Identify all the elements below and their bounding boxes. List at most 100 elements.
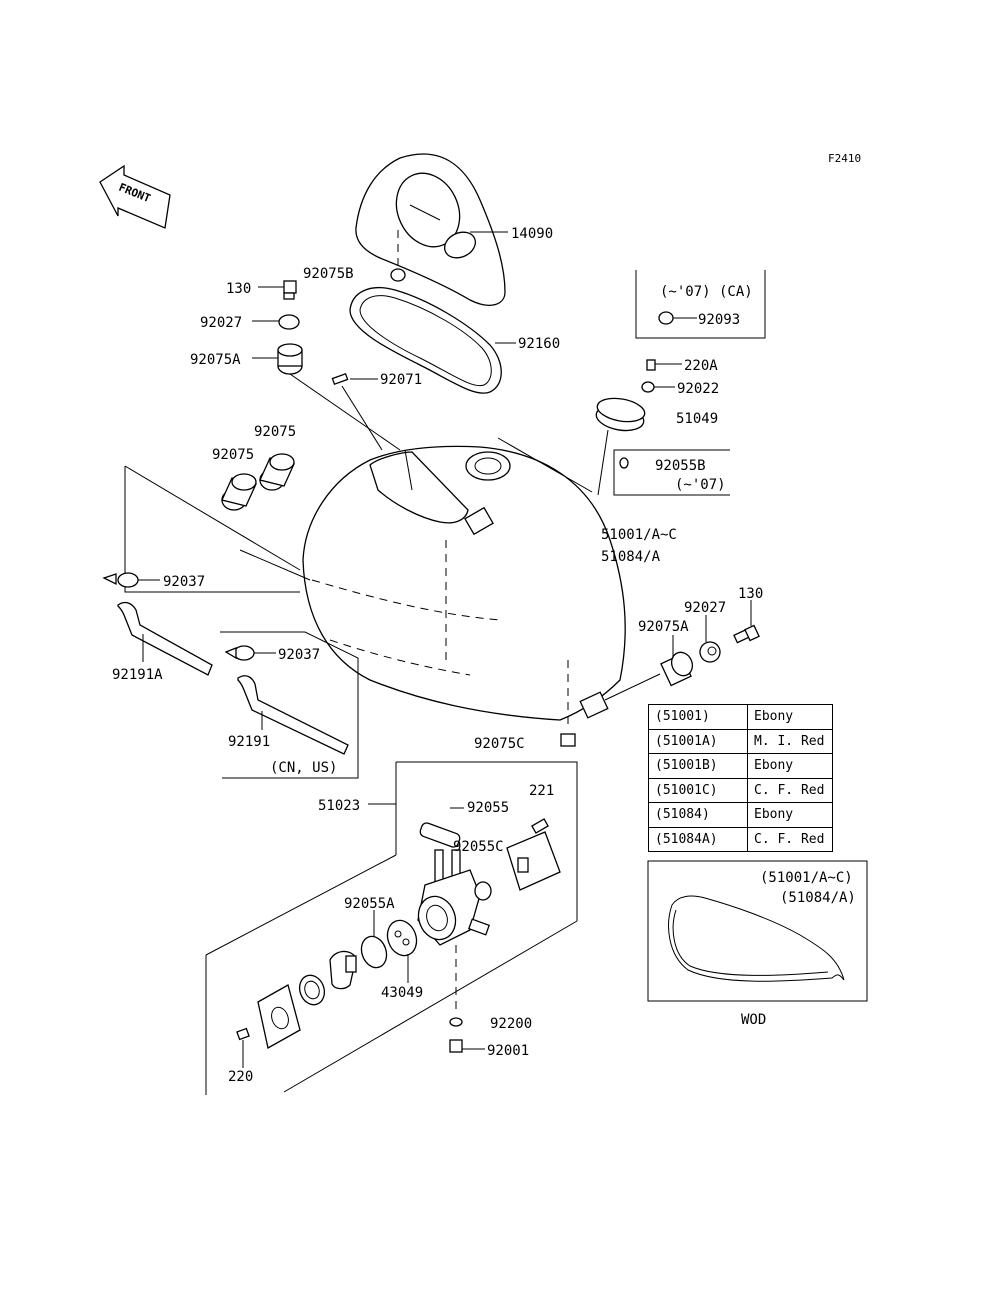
damper-92075-a <box>221 473 257 511</box>
damper-92075-b <box>259 453 295 491</box>
part-code-cell: (51084A) <box>648 826 748 852</box>
color-cell: C. F. Red <box>747 777 833 803</box>
collar-92027-top <box>278 314 300 330</box>
label-51049: 51049 <box>676 411 718 427</box>
damper-92075C <box>560 733 576 747</box>
label-92027-top: 92027 <box>200 315 242 331</box>
wod-tank-outline <box>668 895 845 982</box>
table-row: (51084) Ebony <box>648 802 833 828</box>
fuel-tank-51001 <box>302 445 626 730</box>
collar-92027-right <box>699 641 721 663</box>
wod-label: WOD <box>741 1012 766 1028</box>
screw-221 <box>531 818 549 834</box>
diagram-code: F2410 <box>828 152 861 165</box>
color-variant-table: (51001) Ebony (51001A) M. I. Red (51001B… <box>648 704 833 852</box>
damper-92075A-right <box>660 651 694 687</box>
oring-92055C <box>474 881 492 901</box>
seal-92160-inner <box>359 295 492 387</box>
wod-tank-inner <box>672 909 829 976</box>
note-92055B-box <box>613 449 730 496</box>
grommet-92075B <box>390 268 406 282</box>
label-92200: 92200 <box>490 1016 532 1032</box>
label-92001: 92001 <box>487 1043 529 1059</box>
label-92037-b: 92037 <box>278 647 320 663</box>
front-direction-arrow: FRONT <box>99 164 171 229</box>
screw-220A <box>646 359 656 371</box>
color-cell: M. I. Red <box>747 728 833 754</box>
hose-group-diagonal <box>124 465 301 571</box>
color-cell: C. F. Red <box>747 826 833 852</box>
part-code-cell: (51001B) <box>648 753 748 779</box>
label-92027-right: 92027 <box>684 600 726 616</box>
oring-92055A <box>360 935 388 969</box>
hose-92191A <box>117 601 213 676</box>
note-07-label: (~'07) <box>675 477 726 493</box>
damper-92075A-top <box>277 343 303 375</box>
cn-us-label: (CN, US) <box>270 760 337 776</box>
label-92071: 92071 <box>380 372 422 388</box>
hose-92191 <box>237 675 349 755</box>
part-code-cell: (51001) <box>648 704 748 730</box>
label-92075-a: 92075 <box>212 447 254 463</box>
cover-plate-221 <box>506 831 561 891</box>
color-cell: Ebony <box>747 802 833 828</box>
label-92055C: 92055C <box>453 839 504 855</box>
cap-92093 <box>658 311 674 325</box>
bolt-130-right <box>733 624 760 644</box>
table-row: (51001A) M. I. Red <box>648 728 833 754</box>
wod-models-1: (51001/A~C) <box>760 870 853 886</box>
label-92191A: 92191A <box>112 667 163 683</box>
axis-92075A-top <box>289 373 401 451</box>
label-14090: 14090 <box>511 226 553 242</box>
table-row: (51084A) C. F. Red <box>648 826 833 852</box>
fuel-cock-box-diag-top <box>205 854 397 956</box>
hose-group-outline <box>124 466 300 593</box>
part-code-cell: (51084) <box>648 802 748 828</box>
axis-51049 <box>597 429 609 496</box>
label-221: 221 <box>529 783 554 799</box>
label-43049: 43049 <box>381 985 423 1001</box>
label-92075-b: 92075 <box>254 424 296 440</box>
spring-washer <box>298 974 326 1006</box>
label-51023: 51023 <box>318 798 360 814</box>
diaphragm-43049 <box>386 919 418 957</box>
washer-92022 <box>641 381 655 393</box>
meter-cover-14090 <box>355 153 506 306</box>
label-92191: 92191 <box>228 734 270 750</box>
label-92055B: 92055B <box>655 458 706 474</box>
clamp-92037-a <box>102 572 139 588</box>
ca-note-label: (~'07) (CA) <box>660 284 753 300</box>
table-row: (51001) Ebony <box>648 704 833 730</box>
part-code-cell: (51001A) <box>648 728 748 754</box>
washer-92200 <box>449 1017 463 1027</box>
guide-line <box>239 549 311 581</box>
label-92075A-top: 92075A <box>190 352 241 368</box>
clamp-92037-b <box>224 645 255 661</box>
label-130-right: 130 <box>738 586 763 602</box>
label-92093: 92093 <box>698 312 740 328</box>
oring-92055B <box>619 457 629 469</box>
table-row: (51001B) Ebony <box>648 753 833 779</box>
part-code-cell: (51001C) <box>648 777 748 803</box>
label-92055: 92055 <box>467 800 509 816</box>
color-cell: Ebony <box>747 704 833 730</box>
label-130-top: 130 <box>226 281 251 297</box>
fuel-cock-box <box>396 761 578 921</box>
label-92037-a: 92037 <box>163 574 205 590</box>
fuel-cock-box-diag-bottom <box>283 920 578 1093</box>
lever-part <box>329 950 357 990</box>
clip-92071 <box>331 372 349 386</box>
gasket-92055 <box>419 822 461 848</box>
label-92075B: 92075B <box>303 266 354 282</box>
filler-cap-51049 <box>595 397 646 432</box>
label-92075A-right: 92075A <box>638 619 689 635</box>
ca-note-box <box>635 270 766 339</box>
axis-right-mount <box>604 673 661 701</box>
lever-cover-plate <box>257 984 301 1049</box>
fuel-cap-leader <box>497 437 593 493</box>
axis-92071 <box>341 385 383 451</box>
label-92160: 92160 <box>518 336 560 352</box>
color-cell: Ebony <box>747 753 833 779</box>
wod-box <box>647 860 868 1002</box>
